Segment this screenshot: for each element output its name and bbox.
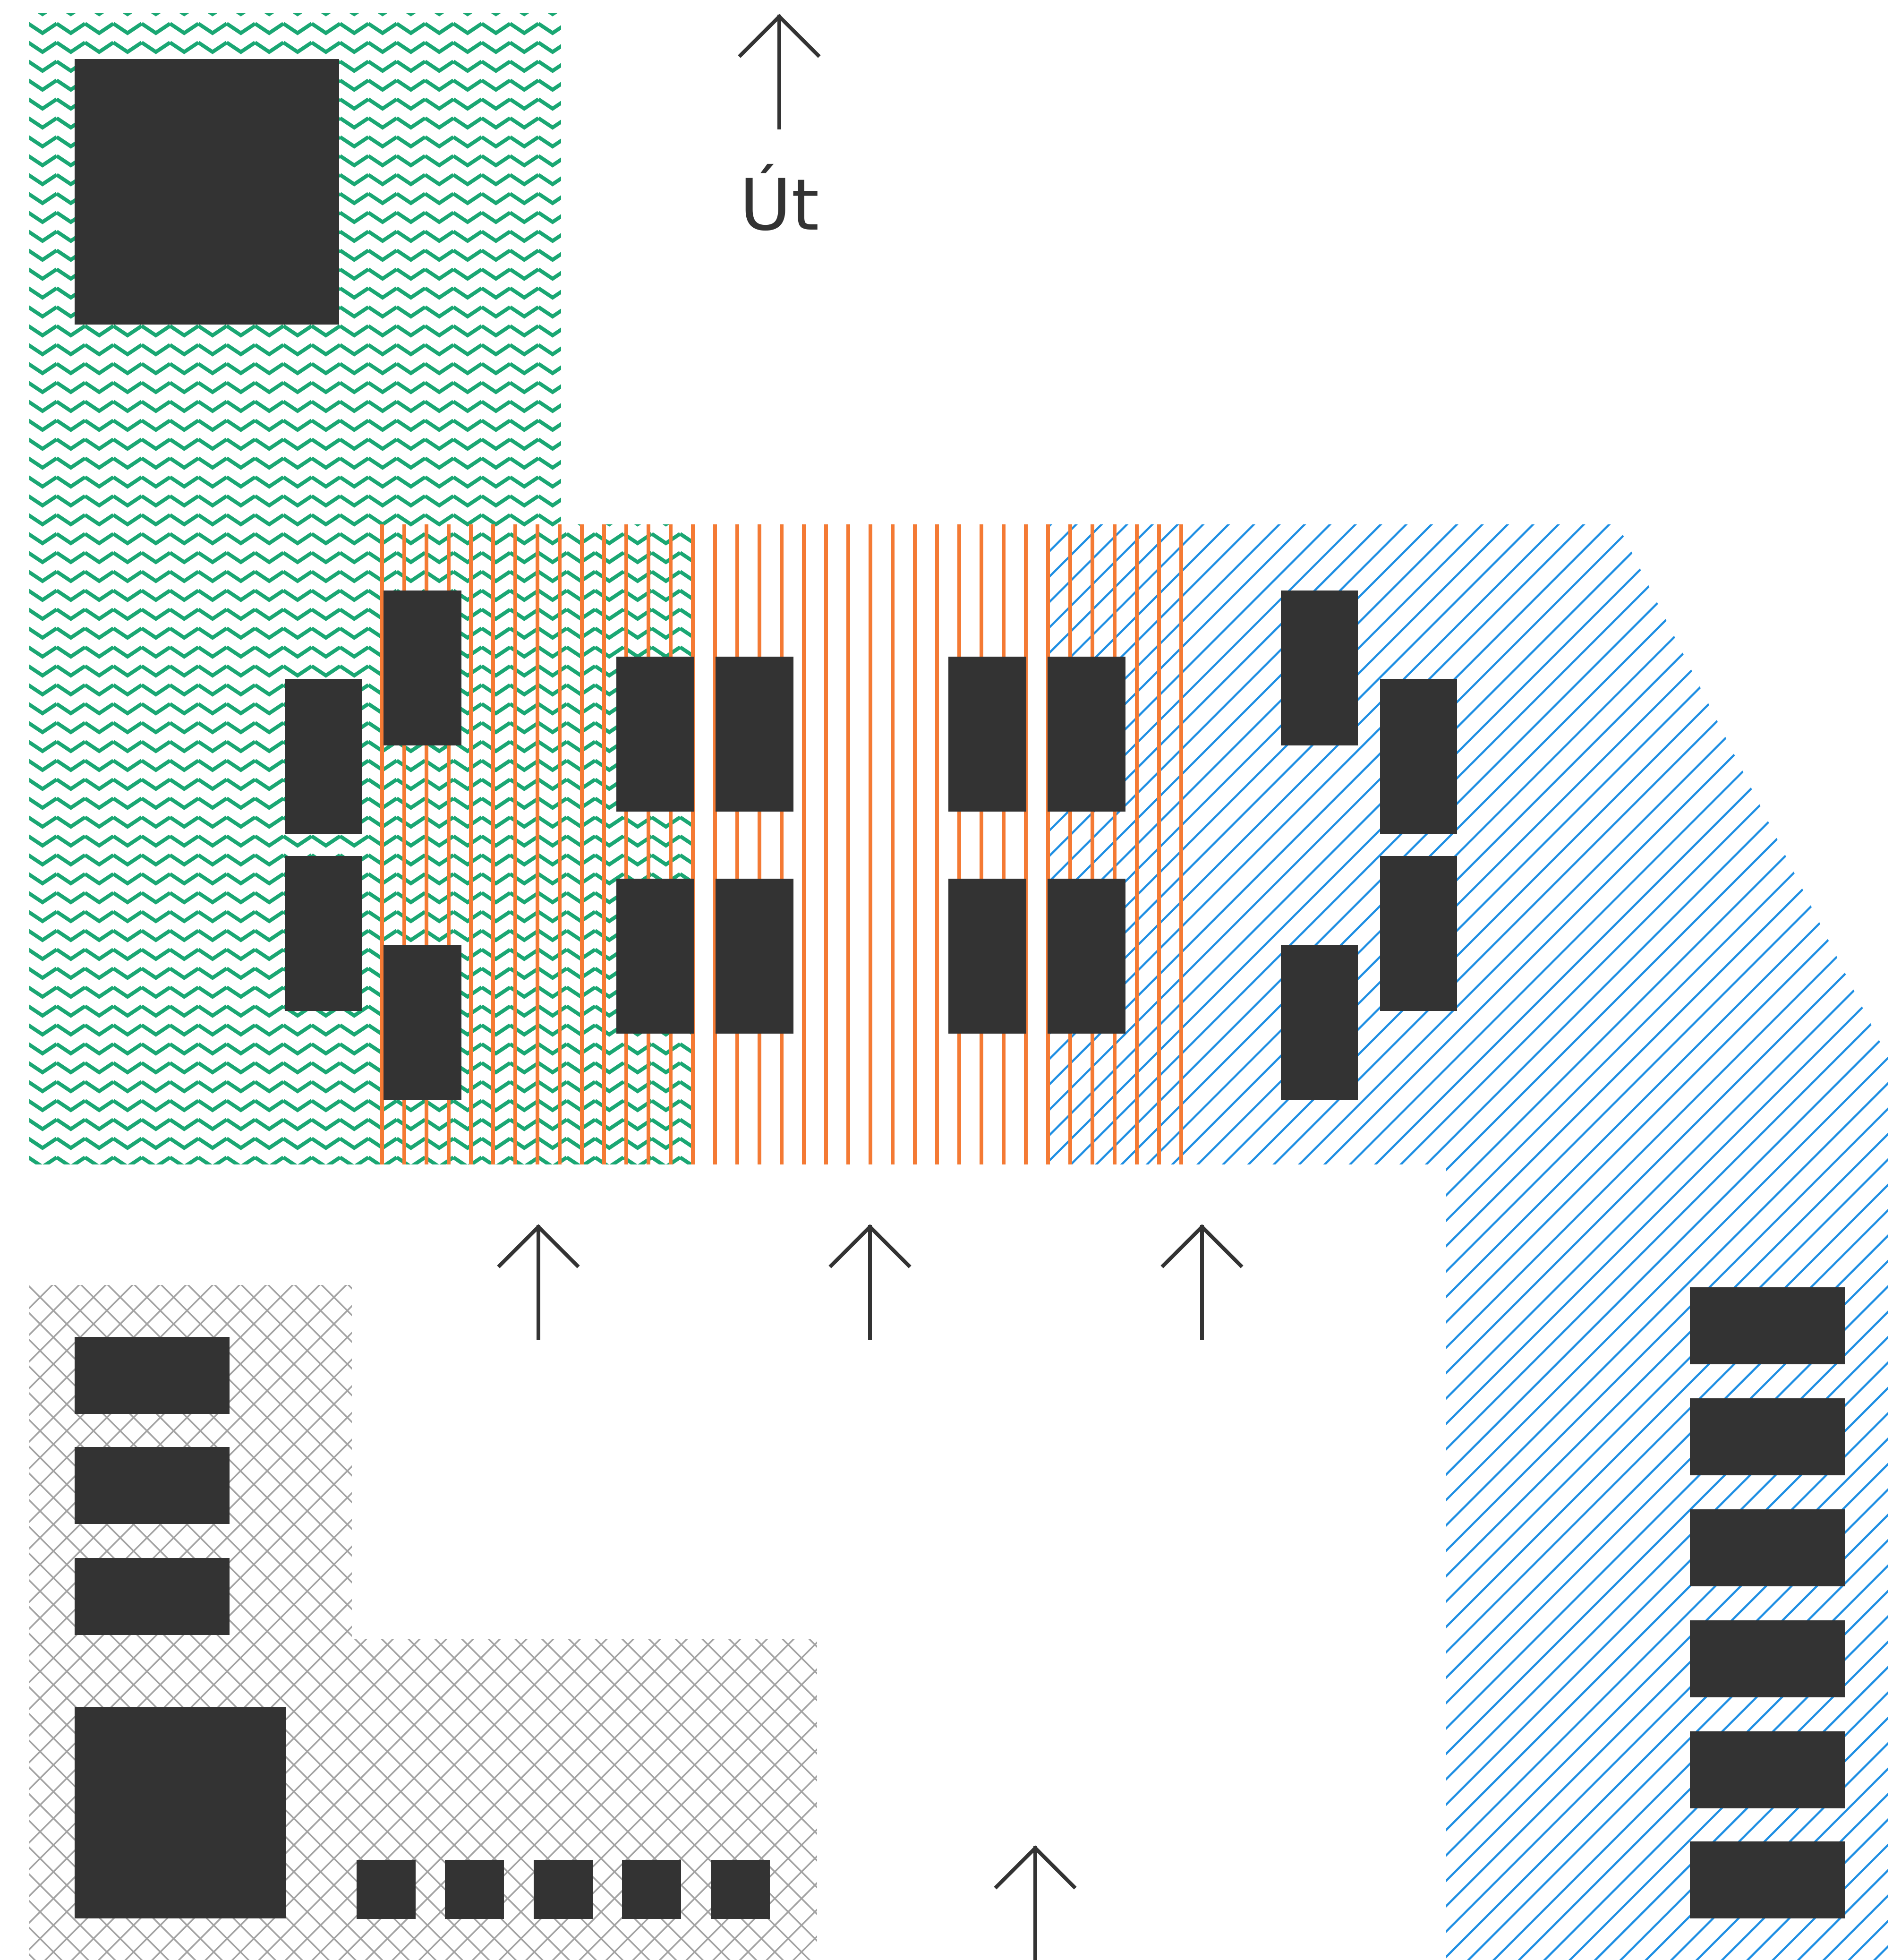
up-arrow-icon (1160, 1224, 1244, 1340)
up-arrow-icon (497, 1224, 580, 1340)
building (1690, 1287, 1845, 1364)
building (1281, 945, 1358, 1100)
blue-diagonal-zone (1049, 524, 1888, 1960)
building (1690, 1841, 1845, 1918)
building (285, 679, 362, 834)
building (75, 59, 339, 325)
building (445, 1860, 504, 1919)
building (622, 1860, 681, 1919)
building (616, 879, 694, 1034)
up-arrow-icon (994, 1845, 1077, 1960)
orange-vertical-line-zone (380, 524, 1183, 1164)
building (1690, 1509, 1845, 1586)
building (534, 1860, 593, 1919)
building (1281, 591, 1358, 745)
building (616, 657, 694, 812)
building (716, 657, 793, 812)
up-arrow-icon (828, 1224, 912, 1340)
building (75, 1707, 286, 1918)
building (1380, 856, 1457, 1011)
building (75, 1447, 230, 1524)
building (1690, 1398, 1845, 1475)
building (384, 945, 461, 1100)
building (384, 591, 461, 745)
building (285, 856, 362, 1011)
building (75, 1337, 230, 1414)
building (716, 879, 793, 1034)
building (1048, 657, 1125, 812)
up-arrow-icon (738, 14, 821, 129)
building (1048, 879, 1125, 1034)
building (948, 657, 1026, 812)
building (357, 1860, 416, 1919)
building (75, 1558, 230, 1635)
building (948, 879, 1026, 1034)
building (711, 1860, 770, 1919)
street-label: Út (739, 164, 819, 247)
building (1690, 1731, 1845, 1808)
building (1380, 679, 1457, 834)
building (1690, 1620, 1845, 1697)
